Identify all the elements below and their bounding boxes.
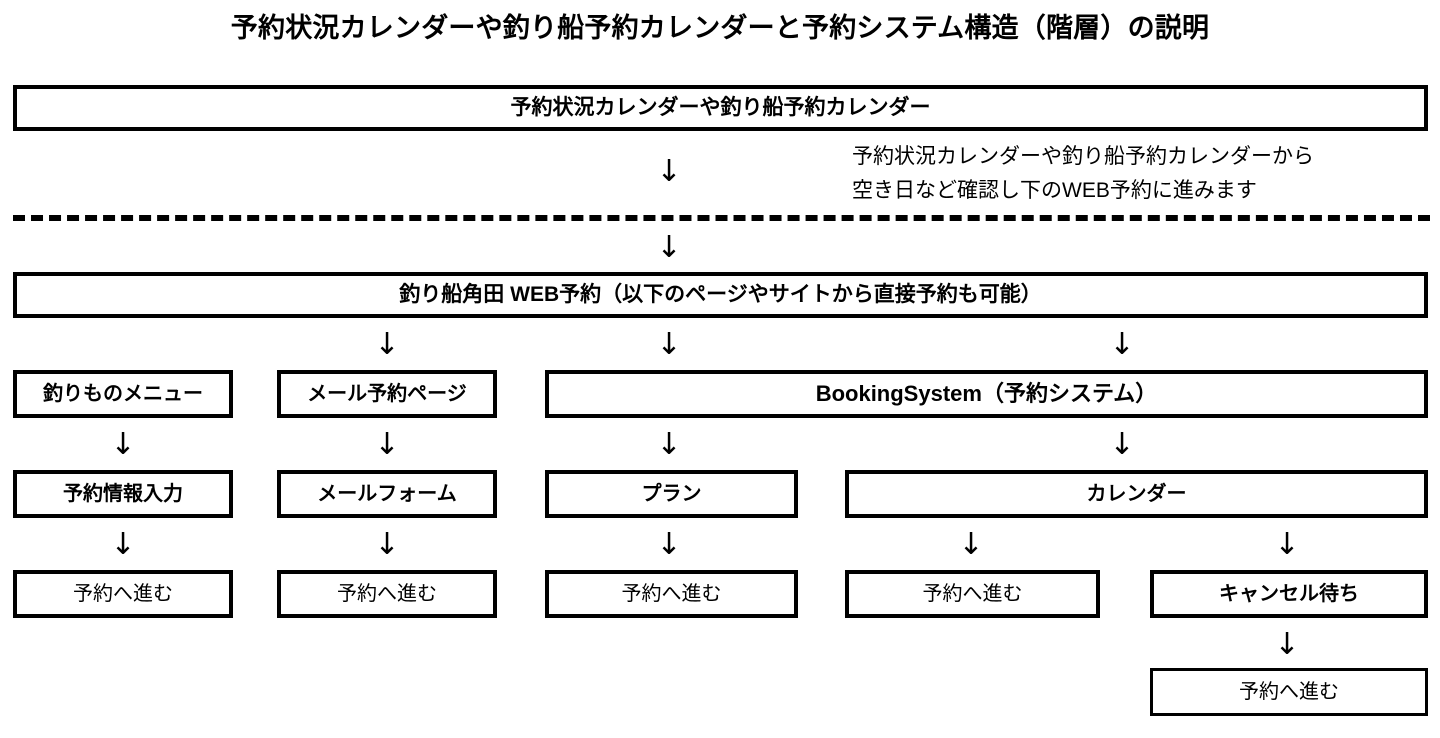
node-calendar[interactable]: カレンダー	[845, 470, 1428, 518]
arrow-down-cancelwait-to-proceed-5: ↓	[1274, 627, 1300, 662]
note-line-2: 空き日など確認し下のWEB予約に進みます	[852, 179, 1257, 202]
node-cancel-wait[interactable]: キャンセル待ち	[1150, 570, 1428, 618]
arrow-down-input-to-proceed-1: ↓	[110, 527, 136, 562]
page-title: 予約状況カレンダーや釣り船予約カレンダーと予約システム構造（階層）の説明	[230, 13, 1210, 43]
arrow-down-web-to-booking-system-left: ↓	[656, 327, 682, 362]
node-proceed-reservation-3[interactable]: 予約へ進む	[545, 570, 798, 618]
node-proceed-reservation-1[interactable]: 予約へ進む	[13, 570, 233, 618]
node-web-reservation[interactable]: 釣り船角田 WEB予約（以下のページやサイトから直接予約も可能）	[13, 272, 1428, 318]
node-mail-reservation-page[interactable]: メール予約ページ	[277, 370, 497, 418]
arrow-down-calendar-to-cancel-wait: ↓	[1274, 527, 1300, 562]
arrow-down-bookingsystem-to-plan: ↓	[656, 427, 682, 462]
node-mail-form[interactable]: メールフォーム	[277, 470, 497, 518]
arrow-down-mailpage-to-mailform: ↓	[374, 427, 400, 462]
note-line-1: 予約状況カレンダーや釣り船予約カレンダーから	[852, 145, 1314, 168]
arrow-down-plan-to-proceed-3: ↓	[656, 527, 682, 562]
arrow-down-calendar-to-divider: ↓	[656, 154, 682, 189]
node-booking-system[interactable]: BookingSystem（予約システム）	[545, 370, 1428, 418]
arrow-down-bookingsystem-to-calendar: ↓	[1109, 427, 1135, 462]
arrow-down-web-to-mail-page: ↓	[374, 327, 400, 362]
node-proceed-reservation-4[interactable]: 予約へ進む	[845, 570, 1100, 618]
arrow-down-calendar-to-proceed-4: ↓	[958, 527, 984, 562]
note-calendar-instruction: 予約状況カレンダーや釣り船予約カレンダーから 空き日など確認し下のWEB予約に進…	[852, 140, 1314, 208]
node-proceed-reservation-2[interactable]: 予約へ進む	[277, 570, 497, 618]
arrow-down-web-to-booking-system-right: ↓	[1109, 327, 1135, 362]
dashed-divider	[13, 215, 1430, 221]
arrow-down-divider-to-web: ↓	[656, 230, 682, 265]
node-plan[interactable]: プラン	[545, 470, 798, 518]
node-fishing-menu[interactable]: 釣りものメニュー	[13, 370, 233, 418]
arrow-down-menu-to-input: ↓	[110, 427, 136, 462]
arrow-down-mailform-to-proceed-2: ↓	[374, 527, 400, 562]
node-reservation-calendar[interactable]: 予約状況カレンダーや釣り船予約カレンダー	[13, 85, 1428, 131]
node-reservation-info-input[interactable]: 予約情報入力	[13, 470, 233, 518]
node-proceed-reservation-5[interactable]: 予約へ進む	[1150, 668, 1428, 716]
